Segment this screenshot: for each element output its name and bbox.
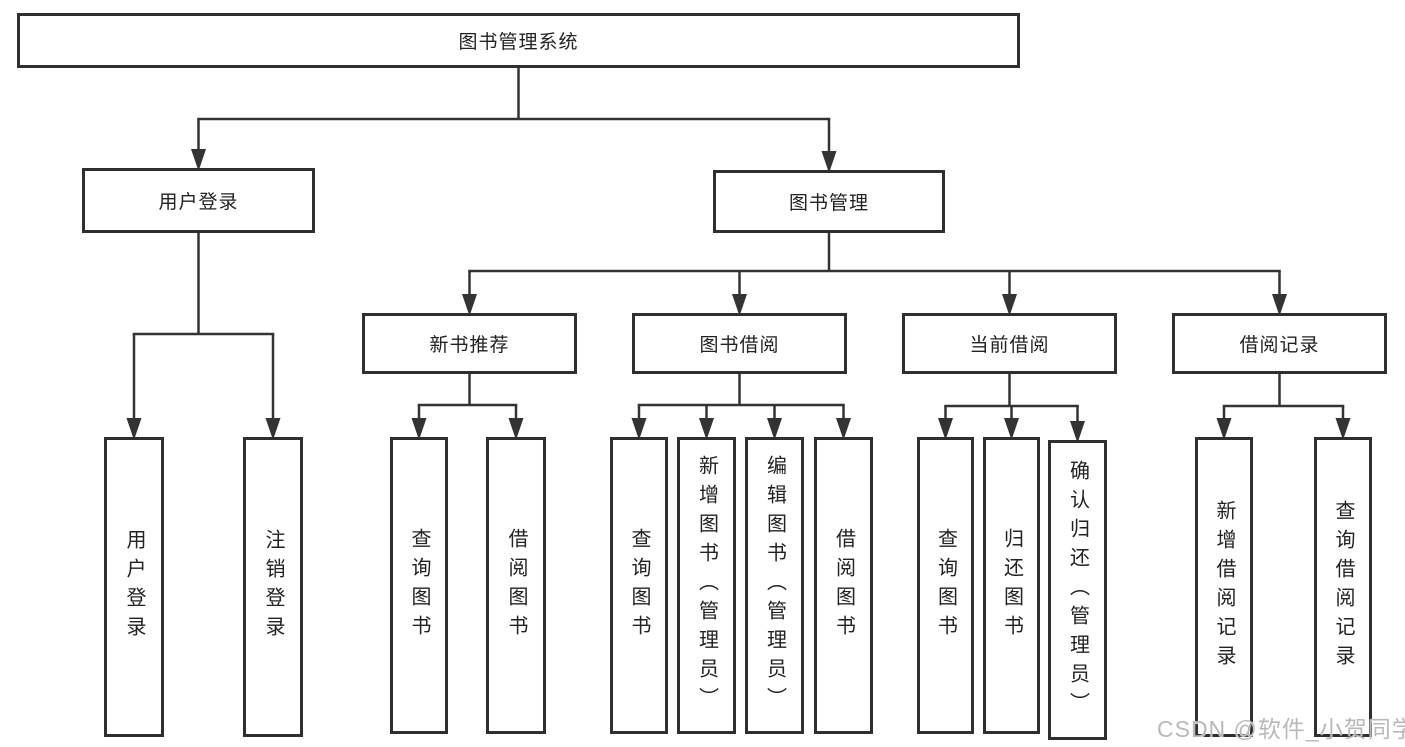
node-label: 借阅记录: [1239, 335, 1320, 356]
node-label: 用户登录: [158, 192, 239, 213]
node-leaf-add-book: 新增图书（管理员）: [677, 437, 736, 734]
node-leaf-query-books-3: 查询图书: [917, 437, 974, 734]
node-label: 用户登录: [123, 529, 145, 645]
csdn-watermark: CSDN @软件_小贺同学: [1157, 716, 1405, 742]
node-label: 借阅图书: [832, 527, 855, 644]
node-borrowing-records: 借阅记录: [1172, 313, 1387, 374]
node-leaf-edit-book: 编辑图书（管理员）: [745, 437, 804, 734]
node-label: 确认归还（管理员）: [1066, 459, 1089, 721]
node-label: 归还图书: [1000, 527, 1023, 644]
node-label: 编辑图书（管理员）: [763, 455, 786, 716]
node-label: 图书借阅: [699, 335, 780, 356]
node-label: 图书管理系统: [458, 32, 579, 53]
node-book-borrowing: 图书借阅: [632, 313, 847, 374]
node-new-book-recommend: 新书推荐: [362, 313, 577, 374]
node-current-borrowing: 当前借阅: [902, 313, 1117, 374]
node-leaf-query-record: 查询借阅记录: [1314, 437, 1372, 737]
node-label: 注销登录: [262, 529, 284, 645]
node-leaf-query-books-2: 查询图书: [610, 437, 668, 734]
node-label: 借阅图书: [505, 527, 527, 644]
node-leaf-borrow-books-2: 借阅图书: [814, 437, 873, 734]
node-book-management: 图书管理: [713, 170, 945, 233]
node-leaf-logout: 注销登录: [243, 437, 303, 737]
node-user-login-group: 用户登录: [82, 168, 315, 233]
node-leaf-query-books-1: 查询图书: [390, 437, 448, 734]
node-leaf-confirm-return: 确认归还（管理员）: [1048, 440, 1107, 740]
node-label: 新增图书（管理员）: [695, 455, 718, 716]
node-leaf-return-book: 归还图书: [983, 437, 1040, 734]
node-leaf-borrow-books-1: 借阅图书: [486, 437, 546, 734]
node-label: 当前借阅: [969, 335, 1050, 356]
node-label: 查询图书: [934, 527, 957, 644]
node-label: 图书管理: [788, 193, 869, 214]
node-label: 新书推荐: [429, 335, 510, 356]
node-label: 查询借阅记录: [1332, 500, 1354, 674]
node-leaf-add-record: 新增借阅记录: [1195, 437, 1253, 737]
node-label: 新增借阅记录: [1213, 500, 1235, 674]
node-label: 查询图书: [408, 527, 430, 644]
node-leaf-user-login: 用户登录: [104, 437, 164, 737]
node-label: 查询图书: [628, 527, 650, 644]
node-root: 图书管理系统: [17, 13, 1020, 68]
